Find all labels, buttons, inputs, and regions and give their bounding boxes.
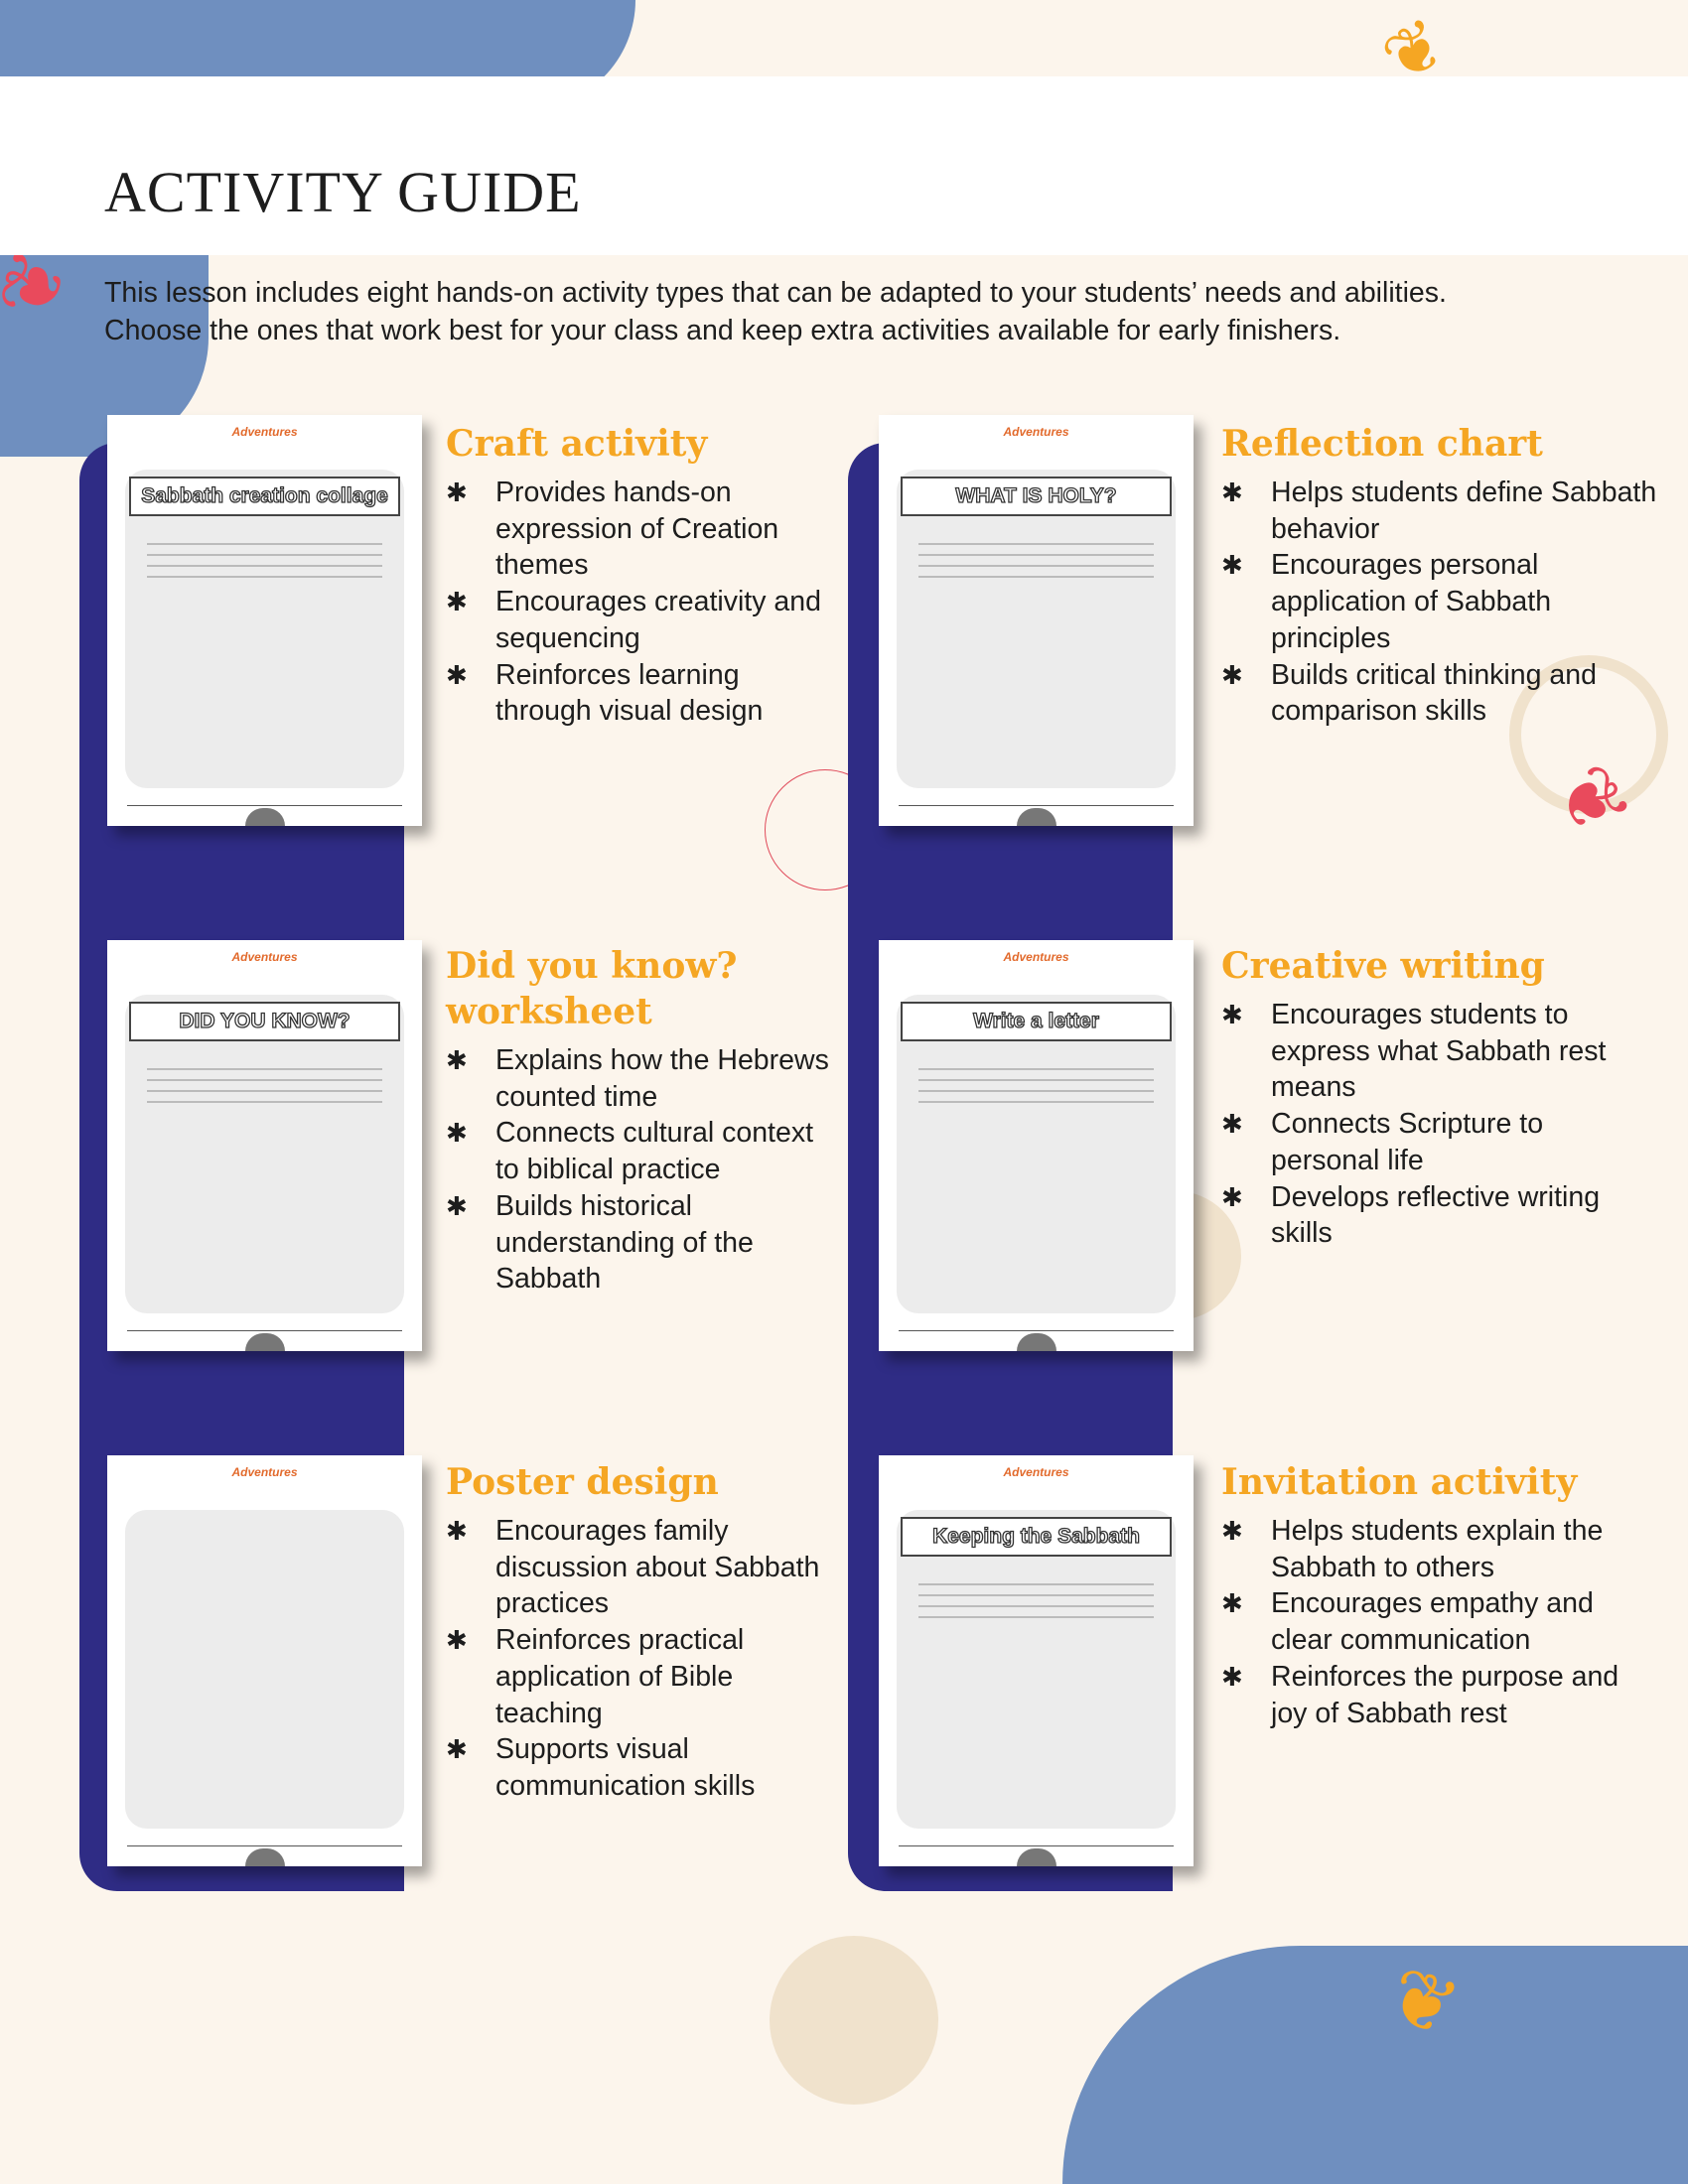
page-number-tab (1016, 808, 1056, 826)
activity-card: Craft activity Provides hands-on express… (446, 421, 843, 730)
page-number-tab (1016, 1333, 1056, 1351)
bullet-item: Encourages students to express what Sabb… (1221, 997, 1658, 1106)
thumbnail-title: Write a letter (901, 1002, 1172, 1041)
thumbnail-title: Keeping the Sabbath (901, 1517, 1172, 1557)
intro-line: Choose the ones that work best for your … (104, 315, 1341, 346)
bullet-item: Encourages creativity and sequencing (446, 584, 843, 656)
bullet-item: Helps students define Sabbath behavior (1221, 475, 1658, 547)
activity-bullets: Provides hands-on expression of Creation… (446, 475, 843, 730)
activity-heading: Craft activity (446, 423, 708, 465)
decorative-blob-bottom-right (1062, 1946, 1688, 2184)
activity-heading: Invitation activity (1221, 1461, 1578, 1503)
thumbnail-brand: Adventures (231, 1465, 298, 1479)
bullet-item: Connects Scripture to personal life (1221, 1106, 1658, 1178)
thumbnail-lines (918, 1059, 1154, 1112)
thumbnail-lines (147, 1059, 382, 1112)
activity-bullets: Encourages students to express what Sabb… (1221, 997, 1658, 1252)
bullet-item: Reinforces learning through visual desig… (446, 657, 843, 730)
thumbnail-content (125, 1510, 404, 1829)
activity-heading: Reflection chart (1221, 423, 1543, 465)
activity-heading: Creative writing (1221, 945, 1545, 987)
thumbnail-footer (899, 805, 1174, 806)
bullet-item: Helps students explain the Sabbath to ot… (1221, 1513, 1658, 1585)
activity-bullets: Helps students explain the Sabbath to ot… (1221, 1513, 1658, 1731)
thumbnail-content (897, 470, 1176, 788)
page-number-tab (244, 808, 285, 826)
bullet-item: Supports visual communication skills (446, 1731, 843, 1804)
activity-card: Invitation activity Helps students expla… (1221, 1459, 1658, 1731)
page-number-tab (244, 1848, 285, 1866)
thumbnail-brand: Adventures (231, 425, 298, 439)
bullet-item: Develops reflective writing skills (1221, 1179, 1658, 1252)
intro-line: This lesson includes eight hands-on acti… (104, 277, 1447, 309)
activity-heading: Poster design (446, 1461, 719, 1503)
thumbnail-title: DID YOU KNOW? (129, 1002, 400, 1041)
bullet-item: Provides hands-on expression of Creation… (446, 475, 843, 584)
thumbnail-lines (918, 1574, 1154, 1627)
thumbnail-footer (899, 1845, 1174, 1846)
activity-bullets: Encourages family discussion about Sabba… (446, 1513, 843, 1805)
thumbnail-footer (127, 1330, 402, 1331)
activity-heading: Did you know? worksheet (446, 945, 738, 1032)
page-title: ACTIVITY GUIDE (104, 160, 582, 224)
thumbnail-content (125, 470, 404, 788)
bullet-item: Encourages empathy and clear communicati… (1221, 1585, 1658, 1658)
thumbnail-brand: Adventures (1003, 1465, 1069, 1479)
bullet-item: Builds critical thinking and comparison … (1221, 657, 1658, 730)
bullet-item: Builds historical understanding of the S… (446, 1188, 843, 1297)
bullet-item: Reinforces practical application of Bibl… (446, 1622, 843, 1731)
bullet-item: Encourages family discussion about Sabba… (446, 1513, 843, 1622)
activity-bullets: Explains how the Hebrews counted timeCon… (446, 1042, 843, 1297)
thumbnail-brand: Adventures (1003, 425, 1069, 439)
thumbnail-footer (127, 1845, 402, 1846)
activity-thumbnail: Adventures (107, 1455, 422, 1866)
thumbnail-title: Sabbath creation collage (129, 477, 400, 516)
title-band (0, 76, 1688, 255)
bullet-item: Reinforces the purpose and joy of Sabbat… (1221, 1659, 1658, 1731)
thumbnail-content (125, 995, 404, 1313)
thumbnail-title: WHAT IS HOLY? (901, 477, 1172, 516)
activity-bullets: Helps students define Sabbath behaviorEn… (1221, 475, 1658, 730)
page-number-tab (1016, 1848, 1056, 1866)
intro-text: This lesson includes eight hands-on acti… (104, 274, 1653, 349)
thumbnail-footer (899, 1330, 1174, 1331)
activity-card: Creative writing Encourages students to … (1221, 943, 1658, 1252)
thumbnail-lines (918, 534, 1154, 587)
activity-card: Reflection chart Helps students define S… (1221, 421, 1658, 730)
bullet-item: Encourages personal application of Sabba… (1221, 547, 1658, 656)
thumbnail-lines (147, 534, 382, 587)
thumbnail-footer (127, 805, 402, 806)
activity-card: Did you know? worksheet Explains how the… (446, 943, 843, 1297)
activity-card: Poster design Encourages family discussi… (446, 1459, 843, 1805)
thumbnail-content (897, 995, 1176, 1313)
thumbnail-brand: Adventures (1003, 950, 1069, 964)
bullet-item: Connects cultural context to biblical pr… (446, 1115, 843, 1187)
bullet-item: Explains how the Hebrews counted time (446, 1042, 843, 1115)
thumbnail-brand: Adventures (231, 950, 298, 964)
decorative-circle (770, 1936, 938, 2105)
page-number-tab (244, 1333, 285, 1351)
thumbnail-content (897, 1510, 1176, 1829)
